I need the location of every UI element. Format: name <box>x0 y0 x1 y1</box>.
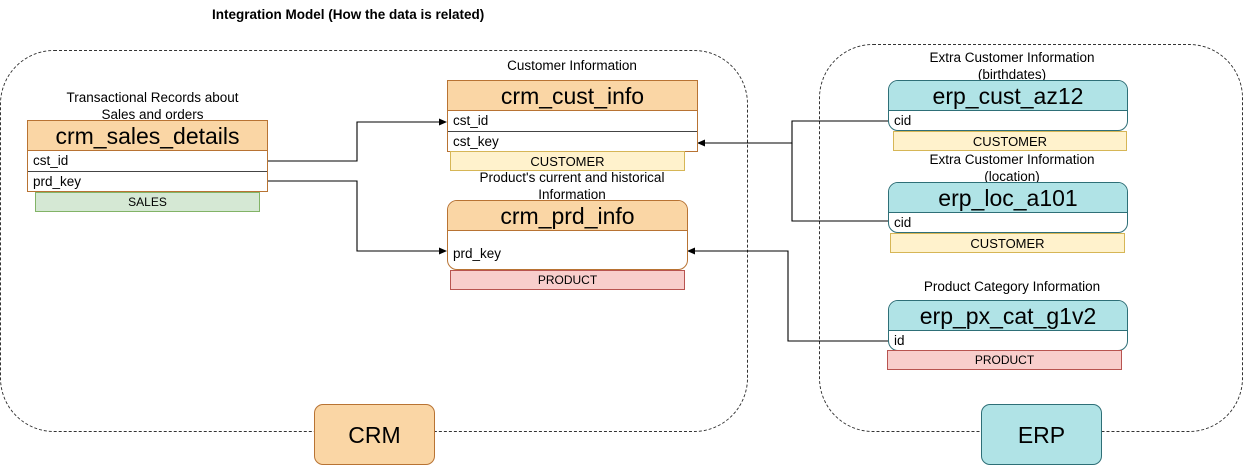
sales-caption: Transactional Records about Sales and or… <box>66 90 239 122</box>
erp-px-cat-g1v2-field-id: id <box>894 333 905 348</box>
az12-customer-tag: CUSTOMER <box>893 131 1127 151</box>
erp-cust-az12-table[interactable]: erp_cust_az12 cid <box>888 80 1128 131</box>
cust-caption: Customer Information <box>507 58 637 73</box>
crm-cust-info-header: crm_cust_info <box>448 81 697 111</box>
erp-loc-a101-field-cid: cid <box>894 215 912 230</box>
crm-sales-details-field-prd-key: prd_key <box>28 171 267 191</box>
erp-cust-az12-header: erp_cust_az12 <box>889 81 1127 111</box>
crm-badge: CRM <box>314 404 435 465</box>
prd-info-product-tag: PRODUCT <box>450 270 685 290</box>
erp-px-cat-g1v2-header: erp_px_cat_g1v2 <box>889 301 1127 331</box>
cust-info-customer-tag: CUSTOMER <box>450 151 685 171</box>
erp-loc-a101-header: erp_loc_a101 <box>889 183 1127 213</box>
sales-tag: SALES <box>35 192 260 212</box>
crm-prd-info-header: crm_prd_info <box>448 201 687 231</box>
px-caption: Product Category Information <box>923 279 1101 294</box>
erp-badge: ERP <box>981 404 1102 465</box>
erp-px-cat-g1v2-table[interactable]: erp_px_cat_g1v2 id <box>888 300 1128 351</box>
crm-sales-details-table[interactable]: crm_sales_details cst_id prd_key <box>27 120 268 192</box>
prd-caption: Product's current and historical Informa… <box>479 170 665 202</box>
crm-cust-info-table[interactable]: crm_cust_info cst_id cst_key <box>447 80 698 152</box>
a101-customer-tag: CUSTOMER <box>890 233 1125 253</box>
erp-cust-az12-field-cid: cid <box>894 113 912 128</box>
crm-sales-details-header: crm_sales_details <box>28 121 267 151</box>
crm-prd-info-field-prd-key: prd_key <box>453 246 502 261</box>
a101-caption: Extra Customer Information (location) <box>929 152 1095 184</box>
px-cat-product-tag: PRODUCT <box>887 350 1122 370</box>
diagram-title: Integration Model (How the data is relat… <box>212 7 485 22</box>
az12-caption: Extra Customer Information (birthdates) <box>929 50 1095 82</box>
crm-prd-info-table[interactable]: crm_prd_info prd_key <box>447 200 688 270</box>
crm-cust-info-field-cst-key: cst_key <box>448 131 697 151</box>
crm-sales-details-field-cst-id: cst_id <box>33 153 69 168</box>
crm-cust-info-field-cst-id: cst_id <box>453 113 489 128</box>
erp-loc-a101-table[interactable]: erp_loc_a101 cid <box>888 182 1128 233</box>
